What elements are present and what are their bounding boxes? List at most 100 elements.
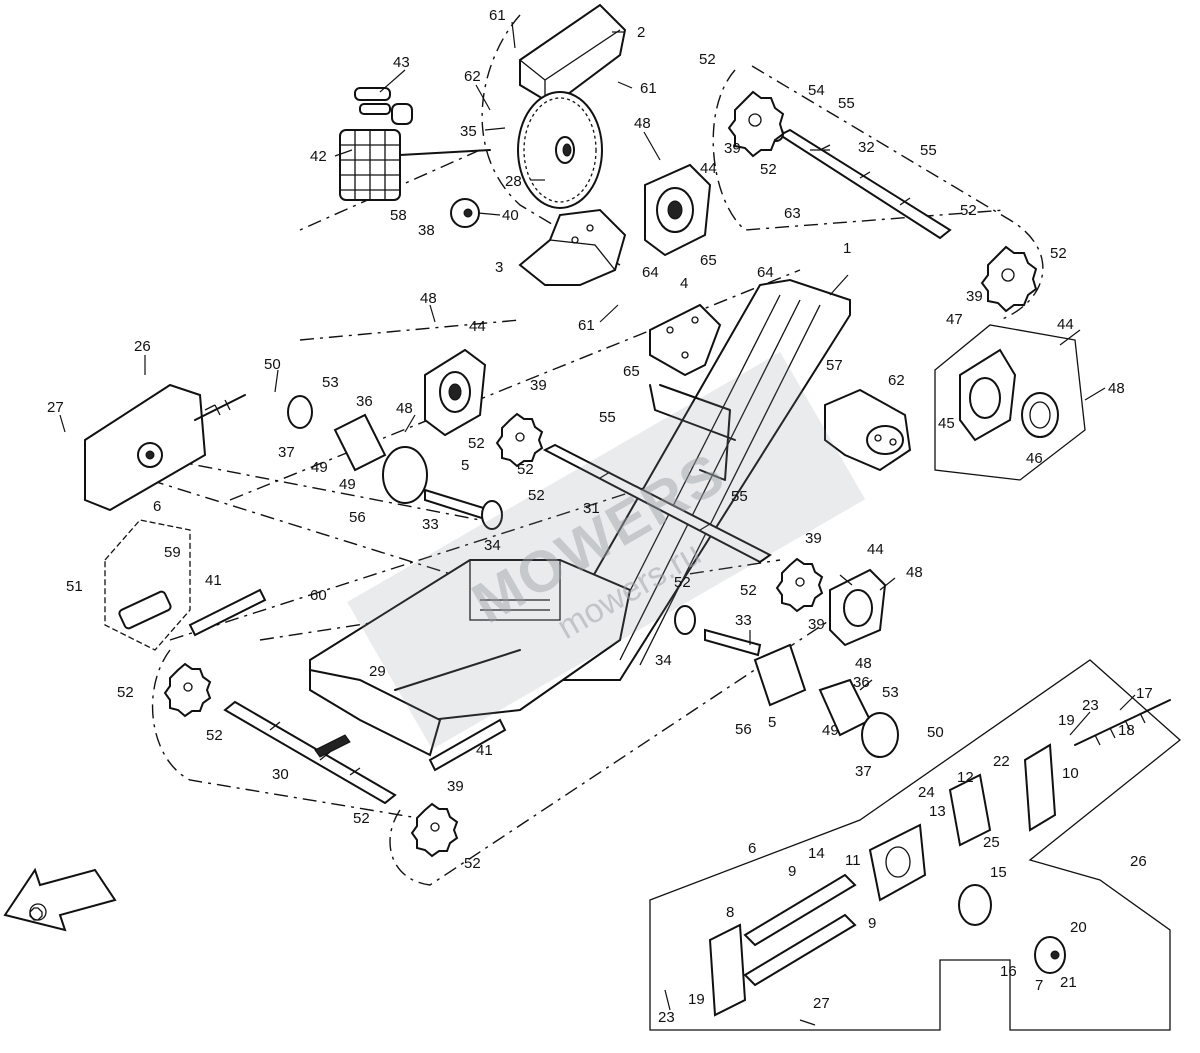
callout-label: 64	[757, 264, 774, 281]
upper-sprocket-right	[980, 245, 1038, 313]
callout-label: 30	[272, 766, 289, 783]
callout-label: 33	[735, 612, 752, 629]
callout-label: 61	[640, 80, 657, 97]
callout-label: 5	[461, 457, 469, 474]
callout-label: 64	[642, 264, 659, 281]
callout-label: 48	[855, 655, 872, 672]
callout-label: 42	[310, 148, 327, 165]
callout-label: 56	[735, 721, 752, 738]
callout-label: 39	[808, 616, 825, 633]
callout-label: 33	[422, 516, 439, 533]
callout-label: 48	[396, 400, 413, 417]
callout-label: 1	[843, 240, 851, 257]
callout-label: 61	[578, 317, 595, 334]
callout-label: 39	[530, 377, 547, 394]
callout-label: 5	[768, 714, 776, 731]
left-hub-assembly	[287, 395, 503, 530]
callout-label: 52	[674, 574, 691, 591]
callout-label: 55	[920, 142, 937, 159]
callout-label: 27	[813, 995, 830, 1012]
motor-mount-plate	[649, 303, 722, 377]
callout-label: 37	[855, 763, 872, 780]
callout-label: 52	[464, 855, 481, 872]
callout-label: 50	[927, 724, 944, 741]
callout-label: 32	[858, 139, 875, 156]
callout-label: 46	[1026, 450, 1043, 467]
callout-label: 62	[888, 372, 905, 389]
callout-label: 48	[634, 115, 651, 132]
callout-label: 41	[476, 742, 493, 759]
callout-label: 27	[47, 399, 64, 416]
direction-arrow-icon	[3, 867, 117, 932]
callout-label: 34	[655, 652, 672, 669]
callout-label: 26	[134, 338, 151, 355]
callout-label: 65	[623, 363, 640, 380]
flange-bearing-lower	[829, 568, 887, 647]
callout-label: 6	[748, 840, 756, 857]
small-drive-sprocket	[450, 198, 480, 228]
callout-label: 50	[264, 356, 281, 373]
callout-label: 40	[502, 207, 519, 224]
callout-label: 51	[66, 578, 83, 595]
callout-leaders	[59, 21, 1136, 1026]
middle-sprocket-upper	[495, 412, 544, 468]
callout-label: 49	[822, 722, 839, 739]
callout-label: 52	[960, 202, 977, 219]
callout-label: 43	[393, 54, 410, 71]
chain-attachment-kit	[104, 519, 507, 772]
callout-label: 7	[1035, 977, 1043, 994]
callout-label: 53	[882, 684, 899, 701]
callout-label: 39	[966, 288, 983, 305]
callout-label: 15	[990, 864, 1007, 881]
callout-label: 52	[117, 684, 134, 701]
lower-deck-frame	[309, 559, 632, 757]
callout-label: 14	[808, 845, 825, 862]
callout-label: 55	[599, 409, 616, 426]
callout-label: 61	[489, 7, 506, 24]
right-hub-assembly	[674, 605, 899, 758]
callout-label: 54	[808, 82, 825, 99]
callout-label: 52	[468, 435, 485, 452]
callout-label: 19	[1058, 712, 1075, 729]
callout-label: 47	[946, 311, 963, 328]
callout-label: 52	[206, 727, 223, 744]
callout-label: 18	[1118, 722, 1135, 739]
callout-label: 22	[993, 753, 1010, 770]
callout-label: 21	[1060, 974, 1077, 991]
chain-loop-lines	[149, 14, 1044, 886]
callout-label: 62	[464, 68, 481, 85]
callout-label: 53	[322, 374, 339, 391]
lower-drive-shaft	[223, 700, 397, 805]
right-bearing-kit	[934, 324, 1086, 481]
roller-chain	[339, 129, 491, 201]
flange-bearing-upper	[644, 163, 712, 257]
callout-label: 44	[469, 318, 486, 335]
large-sprocket	[517, 91, 603, 209]
main-frame	[543, 278, 851, 681]
callout-label: 59	[164, 544, 181, 561]
callout-label: 49	[339, 476, 356, 493]
hydraulic-motor	[824, 388, 912, 472]
callout-label: 44	[700, 160, 717, 177]
callout-label: 45	[938, 415, 955, 432]
callout-label: 11	[845, 852, 861, 869]
callout-label: 60	[310, 587, 327, 604]
callout-label: 44	[1057, 316, 1074, 333]
bottom-right-tensioner-kit	[649, 659, 1182, 1031]
callout-label: 55	[731, 488, 748, 505]
callout-labels: 61 2 43 62 61 52 54 55 35 48 39 42 28 52…	[47, 7, 1153, 1026]
callout-label: 52	[740, 582, 757, 599]
callout-label: 52	[760, 161, 777, 178]
callout-label: 57	[826, 357, 843, 374]
callout-label: 58	[390, 207, 407, 224]
callout-label: 4	[680, 275, 688, 292]
callout-label: 36	[356, 393, 373, 410]
callout-label: 3	[495, 259, 503, 276]
callout-label: 23	[658, 1009, 675, 1026]
mounting-bracket	[518, 208, 627, 286]
callout-label: 9	[788, 863, 796, 880]
left-tensioner-assembly	[84, 383, 246, 512]
callout-label: 49	[311, 459, 328, 476]
callout-label: 52	[1050, 245, 1067, 262]
